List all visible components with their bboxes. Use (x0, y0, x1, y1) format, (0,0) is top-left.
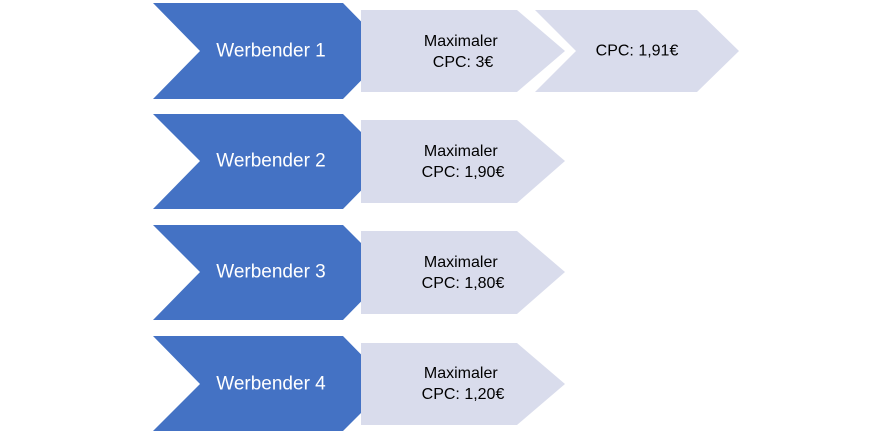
result-cpc-label: CPC: 1,91€ (596, 43, 679, 60)
max-cpc-line1: Maximaler (424, 254, 498, 271)
advertiser-label: Werbender 2 (216, 151, 326, 172)
advertiser-label: Werbender 3 (216, 262, 326, 283)
row-werbender-2: Werbender 2 Maximaler CPC: 1,90€ (153, 114, 565, 209)
max-cpc-chevron (361, 231, 565, 314)
advertiser-chevron (153, 336, 390, 431)
max-cpc-chevron (361, 10, 565, 92)
max-cpc-label: Maximaler CPC: 1,20€ (422, 365, 505, 403)
row-werbender-3: Werbender 3 Maximaler CPC: 1,80€ (153, 225, 565, 320)
result-cpc-chevron (535, 10, 739, 92)
max-cpc-label: Maximaler CPC: 1,90€ (422, 143, 505, 181)
advertiser-label: Werbender 4 (216, 374, 326, 395)
max-cpc-line1: Maximaler (424, 33, 498, 50)
row-werbender-4: Werbender 4 Maximaler CPC: 1,20€ (153, 336, 565, 431)
max-cpc-label: Maximaler CPC: 1,80€ (422, 254, 505, 292)
max-cpc-chevron (361, 343, 565, 425)
max-cpc-label: Maximaler CPC: 3€ (424, 33, 502, 71)
max-cpc-line2: CPC: 3€ (433, 54, 494, 71)
max-cpc-chevron (361, 120, 565, 203)
row-werbender-1: Werbender 1 Maximaler CPC: 3€ CPC: 1,91€ (153, 3, 739, 99)
max-cpc-line2: CPC: 1,20€ (422, 386, 505, 403)
max-cpc-line2: CPC: 1,90€ (422, 164, 505, 181)
advertiser-chevron (153, 114, 390, 209)
advertiser-chevron (153, 225, 390, 320)
max-cpc-line1: Maximaler (424, 143, 498, 160)
advertiser-chevron (153, 3, 390, 99)
max-cpc-line2: CPC: 1,80€ (422, 275, 505, 292)
max-cpc-line1: Maximaler (424, 365, 498, 382)
advertiser-label: Werbender 1 (216, 41, 326, 62)
